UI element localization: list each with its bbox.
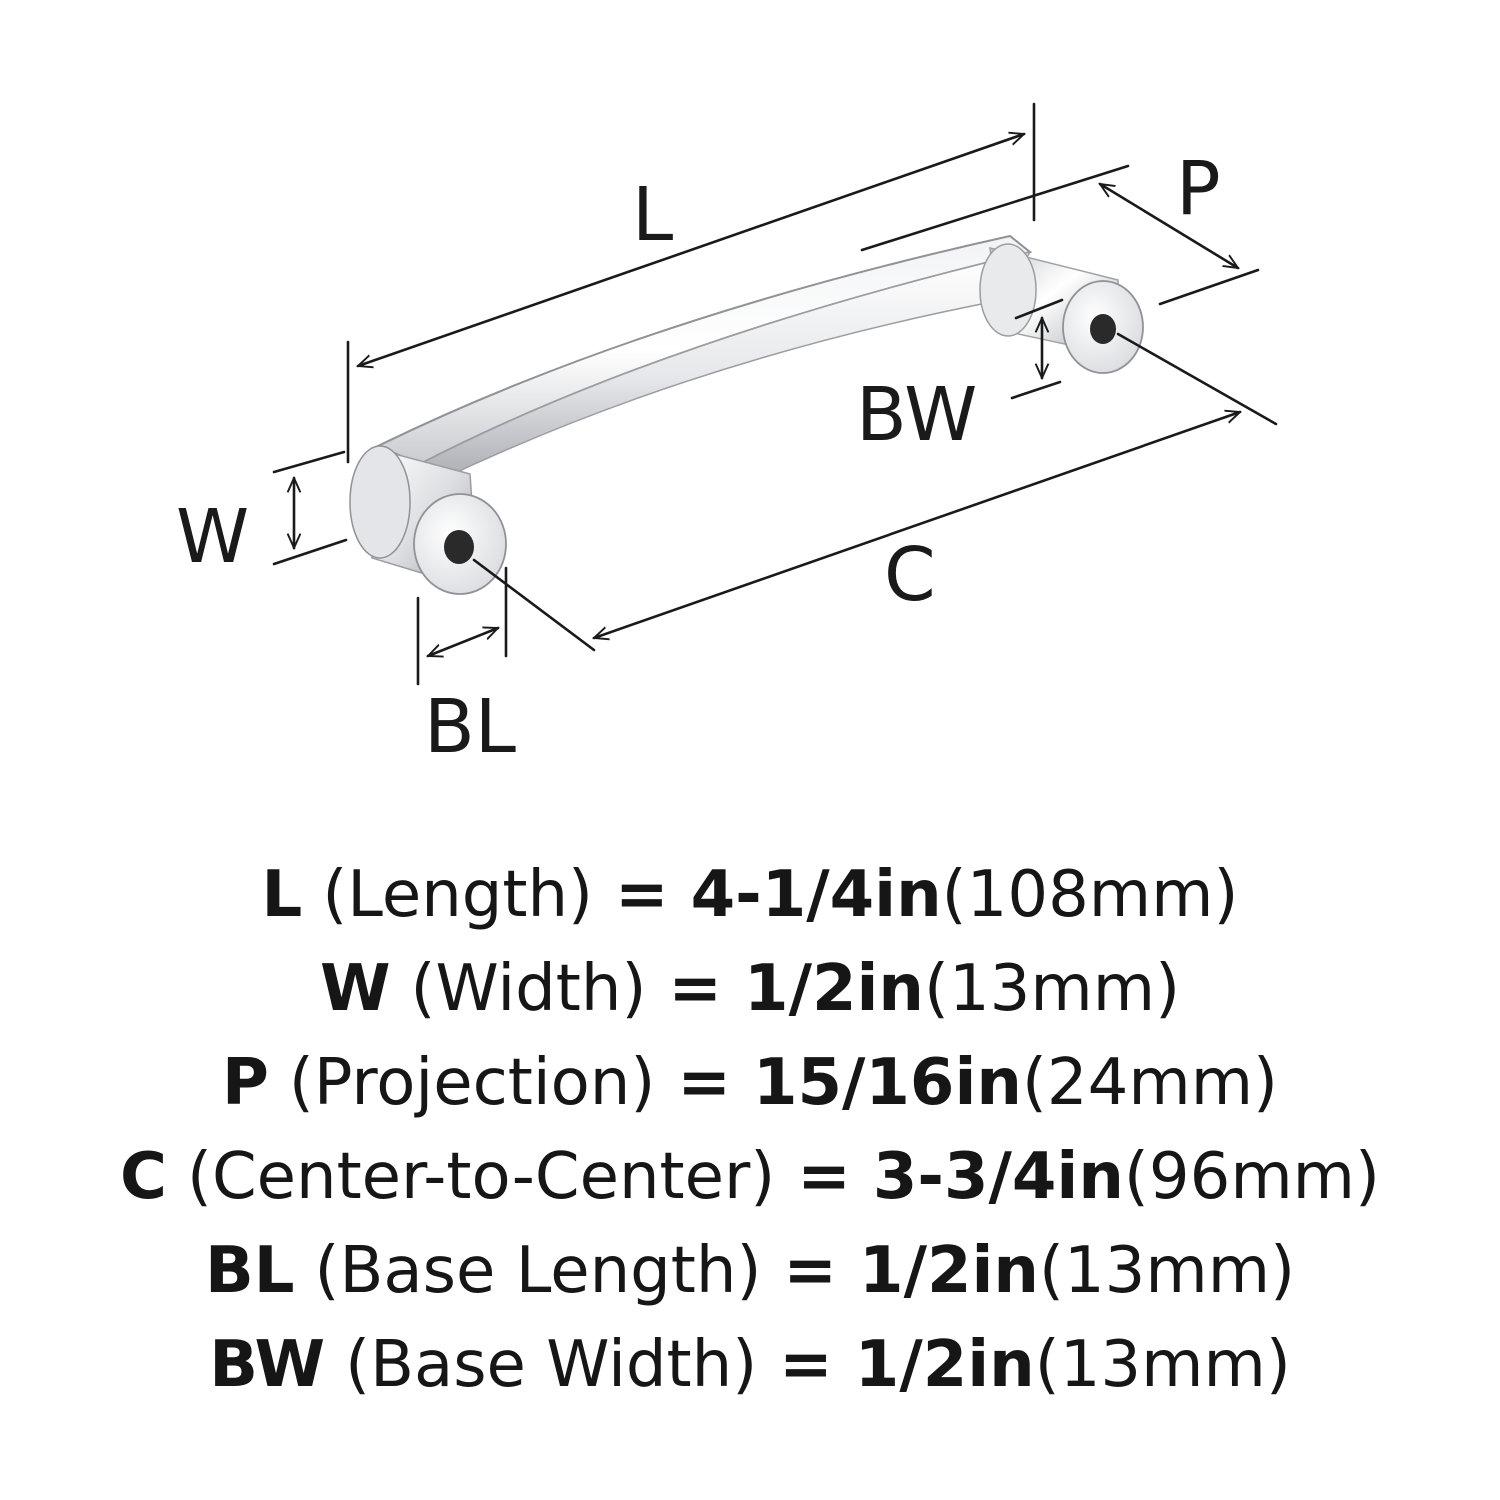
- projection-arrow: [1100, 182, 1238, 270]
- label-base-length: BL: [424, 684, 516, 770]
- spec-imperial: 1/2in: [744, 952, 924, 1026]
- spec-code: C: [120, 1140, 167, 1214]
- label-base-width: BW: [856, 372, 977, 458]
- spec-equals: =: [783, 1234, 838, 1308]
- spec-imperial: 15/16in: [752, 1046, 1022, 1120]
- width-extension-bottom: [272, 538, 348, 566]
- spec-row-center-to-center: C (Center-to-Center) = 3-3/4in (96mm): [0, 1130, 1500, 1224]
- projection-extension-bottom: [1158, 268, 1260, 306]
- width-extension-top: [272, 450, 346, 474]
- spec-name: (Length): [322, 858, 594, 932]
- base-width-extension-bottom: [1010, 380, 1062, 400]
- spec-metric: (96mm): [1123, 1140, 1380, 1214]
- spec-imperial: 3-3/4in: [872, 1140, 1124, 1214]
- label-projection: P: [1176, 146, 1221, 232]
- spec-metric: (24mm): [1021, 1046, 1278, 1120]
- spec-row-projection: P (Projection) = 15/16in (24mm): [0, 1036, 1500, 1130]
- spec-equals: =: [779, 1328, 833, 1402]
- spec-imperial: 1/2in: [859, 1234, 1039, 1308]
- spec-code: BW: [209, 1328, 326, 1402]
- spec-metric: (13mm): [923, 952, 1181, 1026]
- spec-name: (Base Width): [345, 1328, 758, 1402]
- spec-name: (Width): [410, 952, 647, 1026]
- label-length: L: [632, 172, 673, 258]
- left-screw-hole: [444, 530, 474, 564]
- spec-name: (Base Length): [314, 1234, 762, 1308]
- spec-code: BL: [204, 1234, 295, 1308]
- spec-code: L: [261, 858, 303, 932]
- spec-code: P: [222, 1046, 269, 1120]
- spec-name: (Projection): [288, 1046, 656, 1120]
- spec-code: W: [319, 952, 391, 1026]
- projection-extension-top: [860, 164, 1130, 252]
- spec-imperial: 1/2in: [854, 1328, 1035, 1402]
- spec-equals: =: [615, 858, 669, 932]
- spec-imperial: 4-1/4in: [690, 858, 942, 932]
- spec-metric: (108mm): [941, 858, 1239, 932]
- right-post: [979, 243, 1144, 374]
- spec-name: (Center-to-Center): [186, 1140, 776, 1214]
- length-arrow: [358, 134, 1024, 366]
- spec-row-base-width: BW (Base Width) = 1/2in (13mm): [0, 1318, 1500, 1412]
- dimension-specifications: L (Length) = 4-1/4in (108mm) W (Width) =…: [0, 848, 1500, 1412]
- spec-row-length: L (Length) = 4-1/4in (108mm): [0, 848, 1500, 942]
- spec-row-width: W (Width) = 1/2in (13mm): [0, 942, 1500, 1036]
- spec-equals: =: [797, 1140, 851, 1214]
- dimension-lines: [272, 102, 1278, 686]
- spec-metric: (13mm): [1038, 1234, 1296, 1308]
- left-post: [349, 445, 507, 595]
- right-screw-hole: [1090, 314, 1116, 344]
- label-center-to-center: C: [884, 532, 936, 618]
- spec-equals: =: [677, 1046, 731, 1120]
- label-width: W: [176, 494, 249, 580]
- base-width-extension-top: [1014, 298, 1064, 320]
- center-arrow: [594, 412, 1240, 638]
- spec-row-base-length: BL (Base Length) = 1/2in (13mm): [0, 1224, 1500, 1318]
- spec-metric: (13mm): [1034, 1328, 1291, 1402]
- center-leader-right: [1116, 332, 1278, 426]
- handle-dimension-diagram: L P BW W C BL: [176, 102, 1278, 770]
- base-length-arrow: [428, 628, 498, 656]
- spec-equals: =: [668, 952, 723, 1026]
- center-leader-left: [472, 558, 596, 652]
- handle-illustration: [349, 234, 1144, 595]
